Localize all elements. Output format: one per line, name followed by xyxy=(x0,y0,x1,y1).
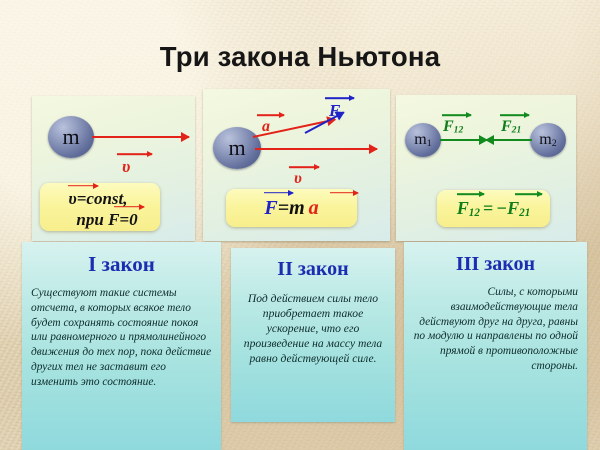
mass-label-right: m xyxy=(539,130,552,148)
law-card-first: I закон Существуют такие системы отсчета… xyxy=(22,242,221,450)
arrow-shaft xyxy=(500,114,529,116)
formula-left-force-sub: 12 xyxy=(468,206,480,219)
mass-sub-left: 1 xyxy=(426,137,432,149)
law-text-second: Под действием силы тело приобретает тако… xyxy=(243,292,383,366)
arrow-head xyxy=(478,191,485,197)
arrow-head xyxy=(524,112,530,118)
arrow-head xyxy=(349,95,355,101)
arrow-head xyxy=(479,135,488,145)
velocity-symbol-text: υ xyxy=(122,157,131,176)
formula-line-2: при F=0 xyxy=(76,209,138,229)
arrow-shaft xyxy=(440,139,487,141)
formula-left-force: F12 xyxy=(457,198,480,219)
velocity-symbol: υ xyxy=(122,158,130,175)
mass-sub-right: 2 xyxy=(551,137,557,149)
mass-label: m xyxy=(62,124,80,149)
acceleration-symbol-text: a xyxy=(262,118,270,135)
mass-label: m xyxy=(228,135,246,160)
acceleration-symbol: a xyxy=(262,119,270,135)
arrow-shaft xyxy=(514,193,542,195)
arrow-head xyxy=(314,164,320,170)
law-heading-first: I закон xyxy=(88,252,155,276)
formula-minus: − xyxy=(496,198,508,218)
formula-right-force-sub: 21 xyxy=(519,206,531,219)
force-symbol-text: F xyxy=(329,101,341,120)
arrow-head xyxy=(485,135,494,145)
arrow-shaft xyxy=(114,205,145,208)
page-title: Три закона Ньютона xyxy=(159,41,441,72)
formula-equals: = xyxy=(482,198,494,218)
law-heading-third: III закон xyxy=(455,253,536,275)
law-text-third: Силы, с которыми взаимодействующие тела … xyxy=(413,286,578,373)
law-card-second: II закон Под действием силы тело приобре… xyxy=(231,248,395,422)
arrow-head xyxy=(181,132,190,142)
arrow-head xyxy=(147,151,153,157)
law-heading-second: II закон xyxy=(277,258,349,280)
formula-line-1: υ=const, xyxy=(68,188,128,208)
force-symbol: F xyxy=(329,102,340,119)
formula-right-force-text: F xyxy=(507,198,520,218)
formula-acceleration-term: a xyxy=(308,196,319,219)
mass-sphere-left: m1 xyxy=(405,123,441,157)
arrow-shaft xyxy=(442,114,471,116)
arrow-head xyxy=(536,191,543,197)
formula-chip-third-law: F12 = − F21 xyxy=(437,190,550,227)
arrow-head xyxy=(353,189,360,196)
formula-right-force: F21 xyxy=(507,198,530,219)
law-text-first: Существуют такие системы отсчета, в кото… xyxy=(31,287,212,388)
arrow-head xyxy=(93,182,100,189)
force-21-symbol-text: F xyxy=(501,118,512,135)
mass-label-left: m xyxy=(414,130,427,148)
arrow-shaft xyxy=(68,184,99,187)
mass-sphere-right: m2 xyxy=(530,123,566,157)
mass-sphere: m xyxy=(213,127,261,169)
arrow-shaft xyxy=(117,153,152,155)
formula-equals: = xyxy=(277,196,290,219)
force-21-symbol: F21 xyxy=(501,119,521,135)
arrow-shaft xyxy=(330,191,359,194)
arrow-shaft xyxy=(264,191,294,194)
force-12-symbol: F12 xyxy=(443,119,463,135)
arrow-shaft xyxy=(486,139,532,141)
arrow-head xyxy=(288,189,295,196)
law-card-third: III закон Силы, с которыми взаимодейству… xyxy=(404,242,587,450)
arrow-head xyxy=(466,112,472,118)
arrow-head xyxy=(369,144,378,154)
arrow-shaft xyxy=(289,166,319,168)
force-21-symbol-sub: 21 xyxy=(511,124,522,136)
arrow-shaft xyxy=(257,114,284,116)
formula-chip-first-law: υ=const, при F=0 xyxy=(40,182,160,231)
formula-left-force-text: F xyxy=(456,198,469,218)
arrow-head xyxy=(279,112,285,118)
arrow-shaft xyxy=(456,193,484,195)
velocity-symbol: υ xyxy=(294,171,302,187)
arrow-shaft xyxy=(325,97,354,99)
formula-mass-term: m xyxy=(289,196,305,219)
velocity-symbol-text: υ xyxy=(294,170,302,187)
formula-chip-second-law: F = m a xyxy=(226,189,360,227)
formula-force-term: F xyxy=(264,196,278,219)
mass-sphere: m xyxy=(48,116,94,158)
arrow-shaft xyxy=(92,136,189,138)
force-12-symbol-sub: 12 xyxy=(453,124,464,136)
arrow-head xyxy=(139,203,146,210)
force-12-symbol-text: F xyxy=(443,118,454,135)
arrow-shaft xyxy=(255,148,377,150)
